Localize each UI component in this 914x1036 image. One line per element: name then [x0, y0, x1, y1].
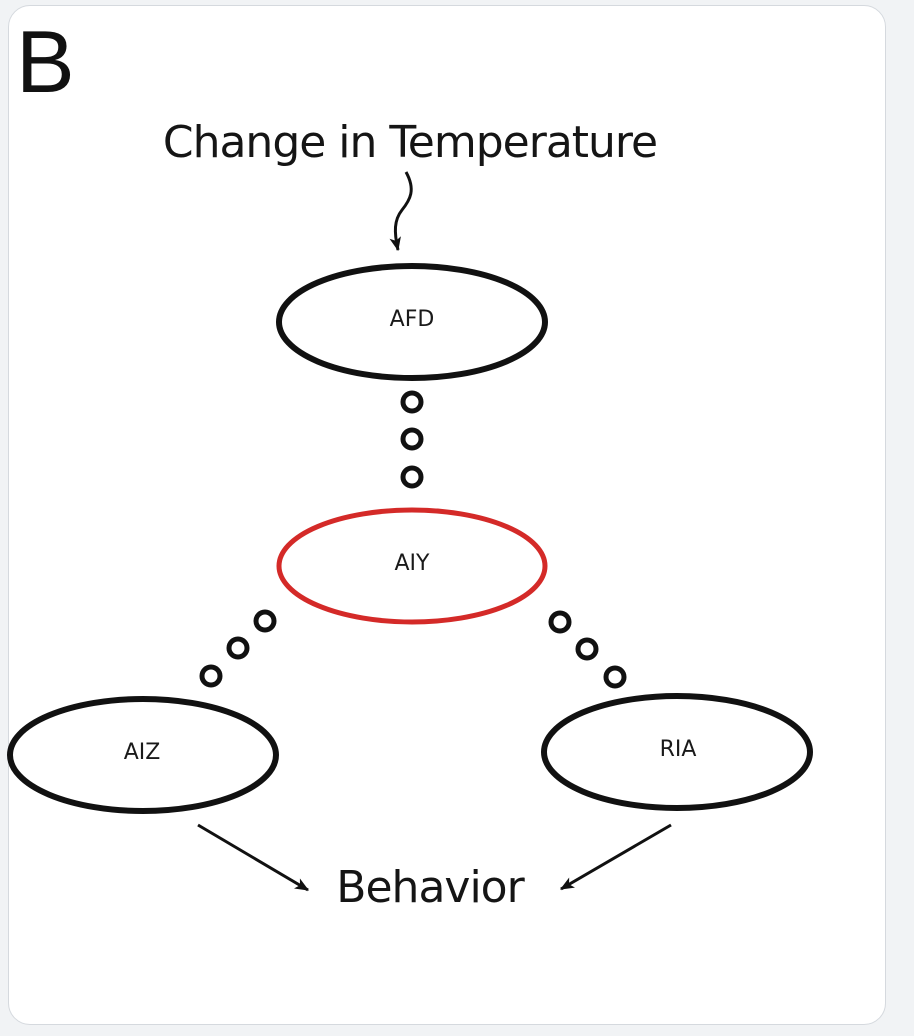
gap-junction-afd-aiy: [400, 390, 424, 489]
node-ria-label: RIA: [659, 737, 697, 762]
gap-junction-aiy-ria: [548, 610, 627, 689]
node-aiz-label: AIZ: [123, 740, 161, 765]
stimulus-label: Change in Temperature: [162, 117, 658, 168]
node-ria-ellipse: [541, 693, 813, 811]
gap-junction-ring: [400, 390, 424, 414]
node-afd-ellipse: [276, 263, 548, 381]
node-aiy-label: AIY: [394, 551, 430, 576]
gap-junction-ring: [603, 665, 627, 689]
gap-junction-ring: [226, 636, 250, 660]
figure-card: [8, 5, 886, 1025]
panel-letter: B: [16, 12, 75, 111]
behavior-label: Behavior: [336, 862, 524, 913]
node-afd-label: AFD: [389, 307, 435, 332]
gap-junction-ring: [548, 610, 572, 634]
gap-junction-ring: [253, 609, 277, 633]
aiz-to-behavior-arrow: [197, 823, 310, 892]
gap-junction-aiy-aiz: [199, 609, 277, 688]
gap-junction-ring: [575, 637, 599, 661]
gap-junction-ring: [400, 427, 424, 451]
gap-junction-ring: [199, 664, 223, 688]
node-aiz-ellipse: [7, 696, 279, 814]
gap-junction-ring: [400, 465, 424, 489]
node-aiy-ellipse: [276, 507, 548, 625]
ria-to-behavior-arrow: [559, 823, 672, 891]
stimulus-arrow: [389, 171, 413, 252]
